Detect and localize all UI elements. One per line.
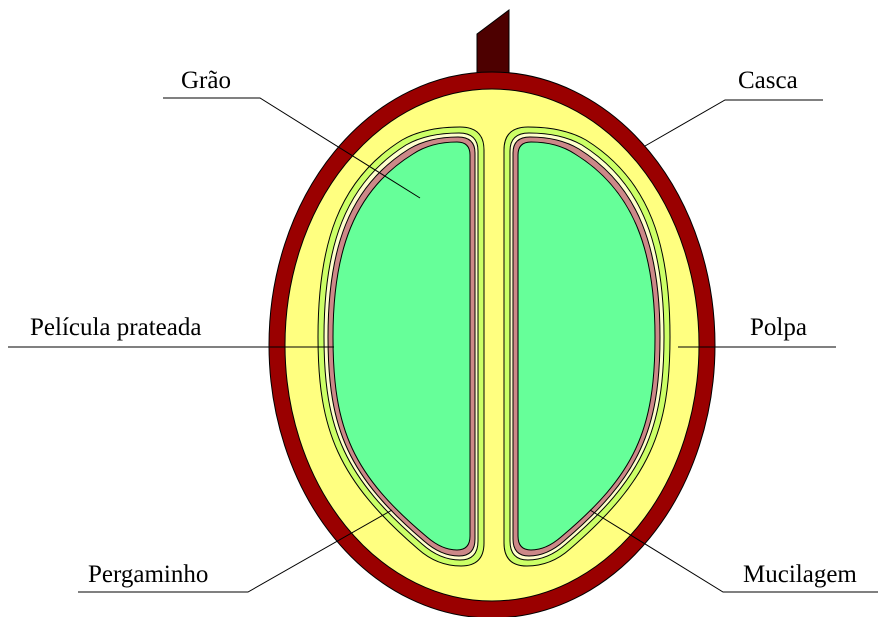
label-casca: Casca	[738, 67, 798, 94]
label-grao: Grão	[181, 67, 231, 94]
label-pergaminho: Pergaminho	[88, 561, 208, 588]
leader-casca	[645, 100, 823, 146]
label-mucilagem: Mucilagem	[743, 561, 857, 588]
label-pelicula: Película prateada	[30, 314, 201, 341]
stem	[477, 10, 509, 82]
label-polpa: Polpa	[750, 314, 807, 341]
